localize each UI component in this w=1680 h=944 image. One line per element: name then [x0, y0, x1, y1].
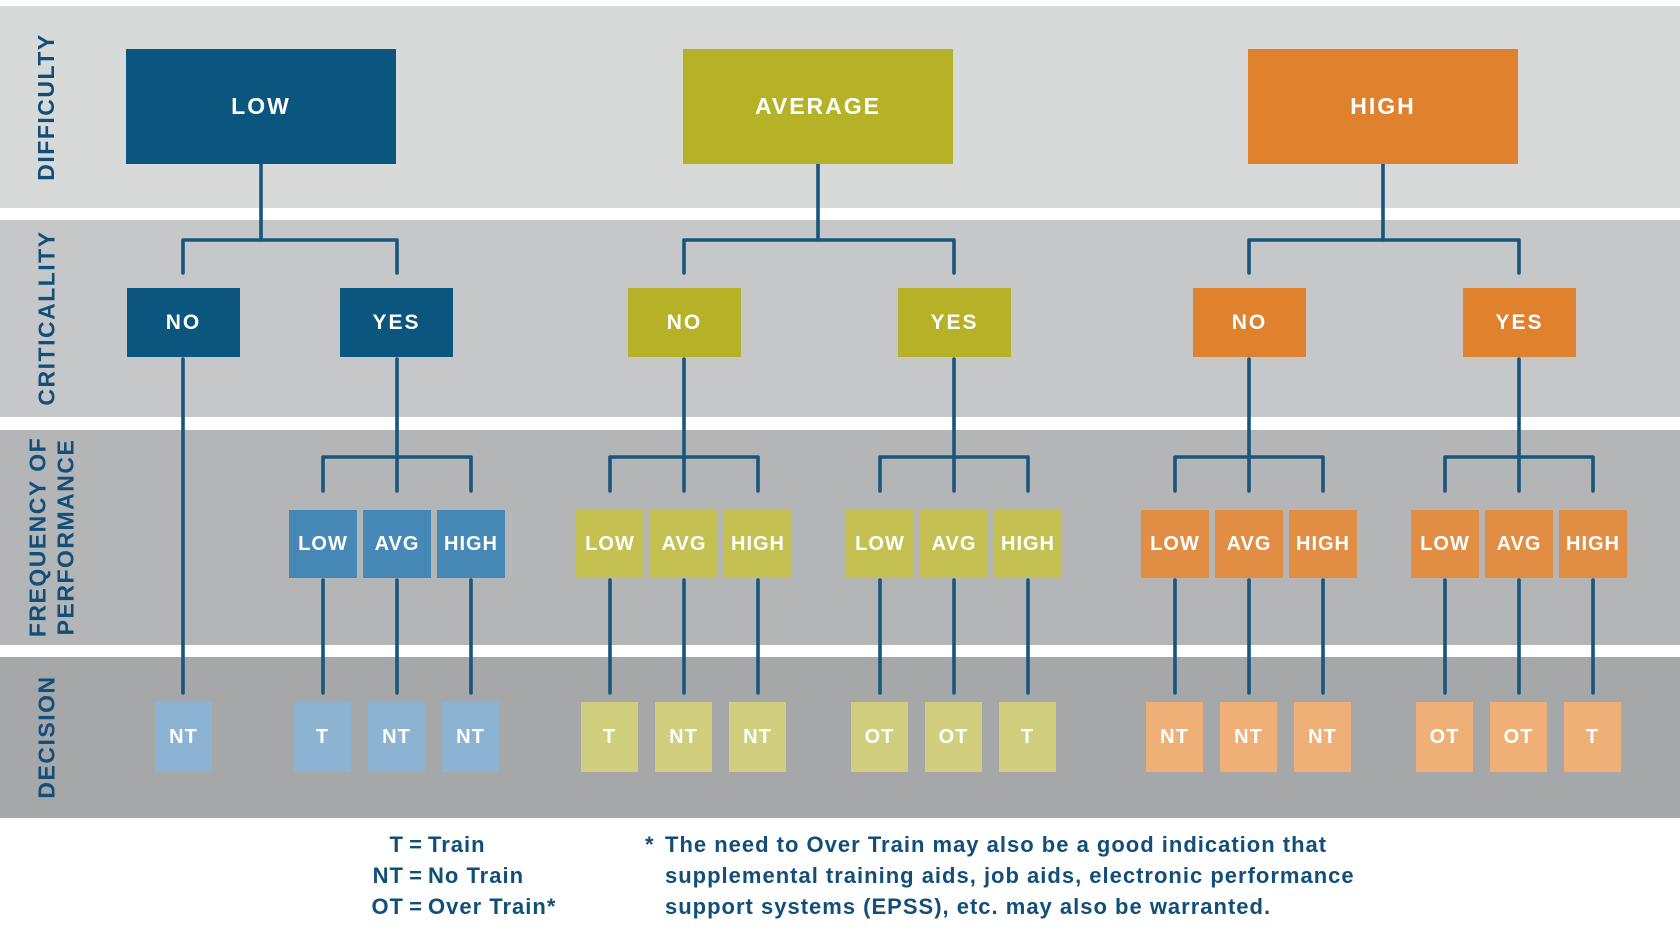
frequency-box-low-yes-low: LOW — [289, 510, 357, 578]
legend: T = Train NT = No Train OT = Over Train* — [352, 829, 556, 922]
decision-box-low-yes-1: T — [294, 702, 351, 772]
frequency-box-high-yes-high: HIGH — [1559, 510, 1627, 578]
decision-box-average-no-1: T — [581, 702, 638, 772]
decision-box-average-yes-2: OT — [925, 702, 982, 772]
band-decision — [0, 657, 1680, 818]
frequency-box-low-yes-high: HIGH — [437, 510, 505, 578]
frequency-box-average-no-avg: AVG — [650, 510, 718, 578]
decision-box-average-yes-3: T — [999, 702, 1056, 772]
decision-box-high-yes-3: T — [1564, 702, 1621, 772]
criticality-box-high-yes: YES — [1463, 288, 1576, 357]
criticality-box-average-no: NO — [628, 288, 741, 357]
criticality-box-low-no: NO — [127, 288, 240, 357]
frequency-box-high-no-low: LOW — [1141, 510, 1209, 578]
decision-box-average-yes-1: OT — [851, 702, 908, 772]
difficulty-box-low: LOW — [126, 49, 396, 164]
legend-equals: = — [409, 894, 423, 919]
legend-key-train: T — [389, 832, 404, 857]
frequency-box-high-no-avg: AVG — [1215, 510, 1283, 578]
frequency-box-high-yes-low: LOW — [1411, 510, 1479, 578]
footnote-asterisk: * — [645, 832, 655, 857]
frequency-box-average-no-low: LOW — [576, 510, 644, 578]
criticality-box-average-yes: YES — [898, 288, 1011, 357]
legend-equals: = — [409, 863, 423, 888]
difficulty-box-high: HIGH — [1248, 49, 1518, 164]
footnote-line-1: The need to Over Train may also be a goo… — [665, 832, 1328, 857]
legend-key-no-train: NT — [372, 863, 404, 888]
frequency-box-high-no-high: HIGH — [1289, 510, 1357, 578]
decision-box-low-no-1: NT — [155, 702, 212, 772]
frequency-axis-label-line2: PERFORMANCE — [52, 438, 79, 636]
frequency-box-average-yes-high: HIGH — [994, 510, 1062, 578]
legend-key-over-train: OT — [371, 894, 404, 919]
frequency-axis-label-line1: FREQUENCY OF — [24, 436, 51, 638]
legend-equals: = — [409, 832, 423, 857]
decision-box-low-yes-2: NT — [368, 702, 425, 772]
frequency-box-low-yes-avg: AVG — [363, 510, 431, 578]
decision-box-high-yes-1: OT — [1416, 702, 1473, 772]
difficulty-axis-label: DIFFICULTY — [33, 33, 59, 181]
legend-label-over-train: Over Train* — [428, 894, 557, 919]
criticality-box-low-yes: YES — [340, 288, 453, 357]
frequency-box-average-no-high: HIGH — [724, 510, 792, 578]
footnote: * The need to Over Train may also be a g… — [645, 829, 1355, 922]
frequency-box-average-yes-low: LOW — [846, 510, 914, 578]
difficulty-box-average: AVERAGE — [683, 49, 953, 164]
frequency-box-average-yes-avg: AVG — [920, 510, 988, 578]
footnote-line-3: support systems (EPSS), etc. may also be… — [665, 894, 1272, 919]
decision-box-low-yes-3: NT — [442, 702, 499, 772]
decision-box-high-no-3: NT — [1294, 702, 1351, 772]
legend-label-no-train: No Train — [428, 863, 525, 888]
decision-axis-label: DECISION — [33, 675, 60, 799]
criticality-box-high-no: NO — [1193, 288, 1306, 357]
decision-box-high-yes-2: OT — [1490, 702, 1547, 772]
legend-label-train: Train — [428, 832, 486, 857]
band-criticality — [0, 220, 1680, 417]
decision-box-average-no-3: NT — [729, 702, 786, 772]
footnote-line-2: supplemental training aids, job aids, el… — [665, 863, 1355, 888]
frequency-axis-label: FREQUENCY OF PERFORMANCE — [24, 430, 80, 645]
band-frequency — [0, 430, 1680, 645]
decision-box-average-no-2: NT — [655, 702, 712, 772]
decision-box-high-no-1: NT — [1146, 702, 1203, 772]
decision-box-high-no-2: NT — [1220, 702, 1277, 772]
frequency-box-high-yes-avg: AVG — [1485, 510, 1553, 578]
criticality-axis-label: CRITICALLITY — [33, 230, 60, 406]
